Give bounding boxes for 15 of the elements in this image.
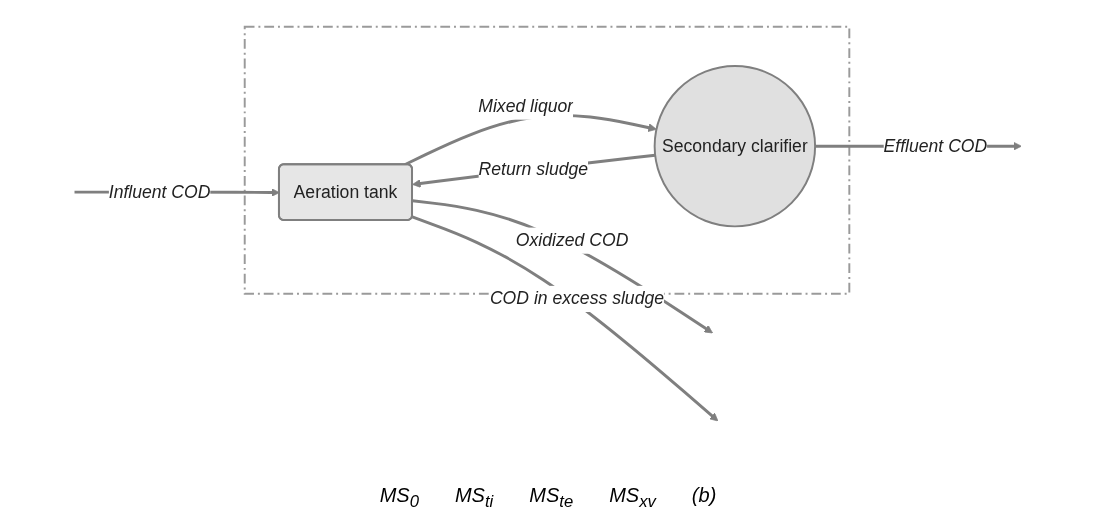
edge-label: Return sludge <box>478 159 589 179</box>
node-circle: Secondary clarifier <box>653 65 817 228</box>
flow-label: MS$_{0}$ <box>379 484 419 512</box>
edge-label: Effluent COD <box>883 136 988 156</box>
flow-label: (b) <box>691 484 717 508</box>
arrow <box>412 199 713 334</box>
flow-label: MS$_{xv}$ <box>609 484 656 512</box>
flow-label: MS$_{te}$ <box>529 484 574 512</box>
arrow <box>411 216 719 422</box>
edge-label: Mixed liquor <box>478 96 574 117</box>
edge-label: Oxidized COD <box>515 230 629 251</box>
edge-label: Influent COD <box>108 182 211 202</box>
flow-label: MS$_{ti}$ <box>454 484 494 512</box>
arrow <box>412 154 656 189</box>
edge-label: COD in excess sludge <box>489 289 665 309</box>
